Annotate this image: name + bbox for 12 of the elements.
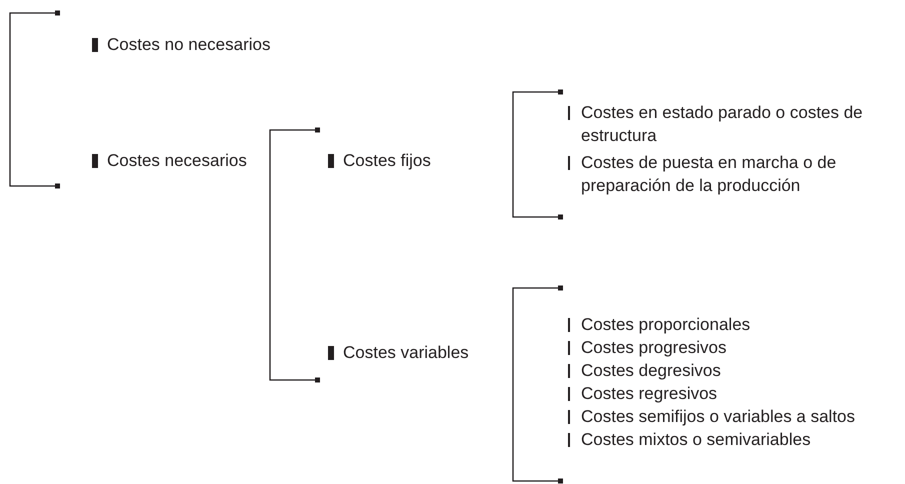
list-item: Costes proporcionales: [581, 314, 750, 336]
category-label: Costes necesarios: [107, 150, 247, 172]
list-item: Costes degresivos: [581, 360, 721, 382]
list-item: Costes regresivos: [581, 383, 718, 405]
list-item: Costes mixtos o semivariables: [581, 429, 811, 451]
category-label: Costes variables: [343, 342, 469, 364]
category-label: Costes fijos: [343, 150, 431, 172]
list-item: Costes de puesta en marcha o de preparación de la producción: [581, 152, 838, 197]
list-item: Costes progresivos: [581, 337, 727, 359]
category-label: Costes no necesarios: [107, 34, 270, 56]
list-item: Costes en estado parado o costes de estructura: [581, 102, 864, 147]
list-item: Costes semifijos o variables a saltos: [581, 406, 856, 428]
